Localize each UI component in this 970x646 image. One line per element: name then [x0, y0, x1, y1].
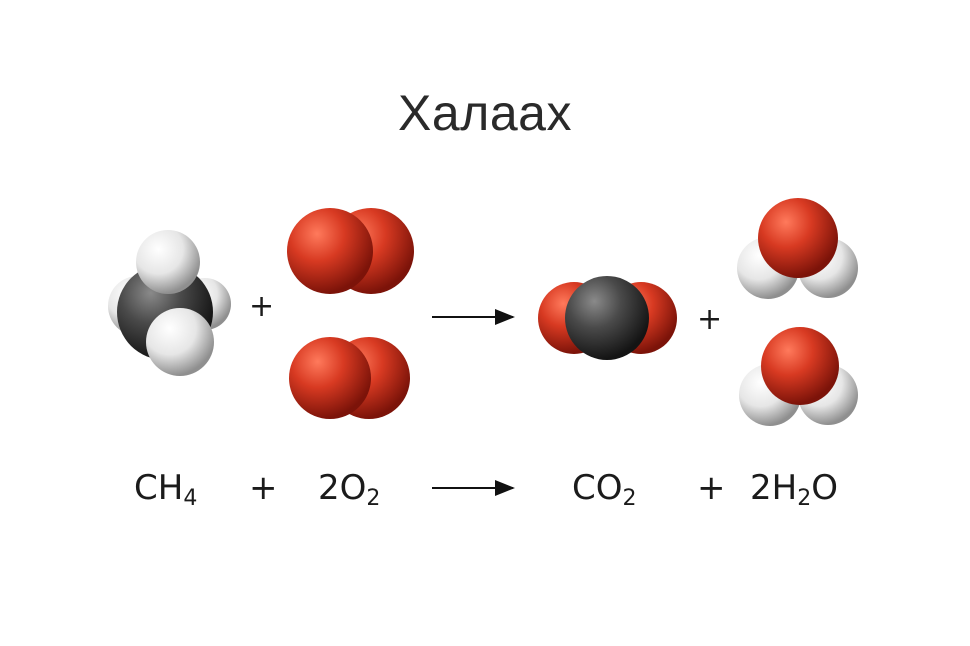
- formula-water-coef: 2: [750, 468, 772, 508]
- formula-co2-sub: 2: [622, 486, 637, 511]
- water-molecule-top: [737, 198, 858, 299]
- plus-sign-products: +: [697, 302, 723, 337]
- formula-oxygen: 2O2: [318, 468, 380, 510]
- oxygen-molecule-top: [287, 208, 414, 294]
- formula-oxygen-sub: 2: [366, 486, 381, 511]
- plus-sign-formula-products: +: [697, 468, 726, 508]
- oxygen-molecule-bottom: [289, 337, 410, 419]
- plus-sign-reactants: +: [249, 289, 275, 324]
- formula-co2-main: CO: [572, 468, 623, 508]
- formula-oxygen-main: O: [339, 468, 367, 508]
- formula-water-sub: 2: [797, 486, 812, 511]
- hydrogen-atom: [136, 230, 200, 294]
- formula-water: 2H2O: [750, 468, 838, 510]
- formula-methane-main: CH: [134, 468, 184, 508]
- formula-methane: CH4: [134, 468, 197, 510]
- oxygen-atom: [758, 198, 838, 278]
- page-title: Халаах: [398, 85, 572, 141]
- hydrogen-atom: [146, 308, 214, 376]
- carbon-atom: [565, 276, 649, 360]
- oxygen-atom: [761, 327, 839, 405]
- water-molecule-bottom: [739, 327, 858, 426]
- plus-sign-formula-reactants: +: [249, 468, 278, 508]
- oxygen-atom: [289, 337, 371, 419]
- formula-water-tail: O: [811, 468, 838, 508]
- formula-methane-sub: 4: [183, 486, 198, 511]
- formula-oxygen-coef: 2: [318, 468, 340, 508]
- oxygen-atom: [287, 208, 373, 294]
- carbon-dioxide-molecule: [538, 276, 677, 360]
- methane-molecule: [108, 230, 231, 376]
- formula-water-main: H: [771, 468, 798, 508]
- formula-carbon-dioxide: CO2: [572, 468, 637, 510]
